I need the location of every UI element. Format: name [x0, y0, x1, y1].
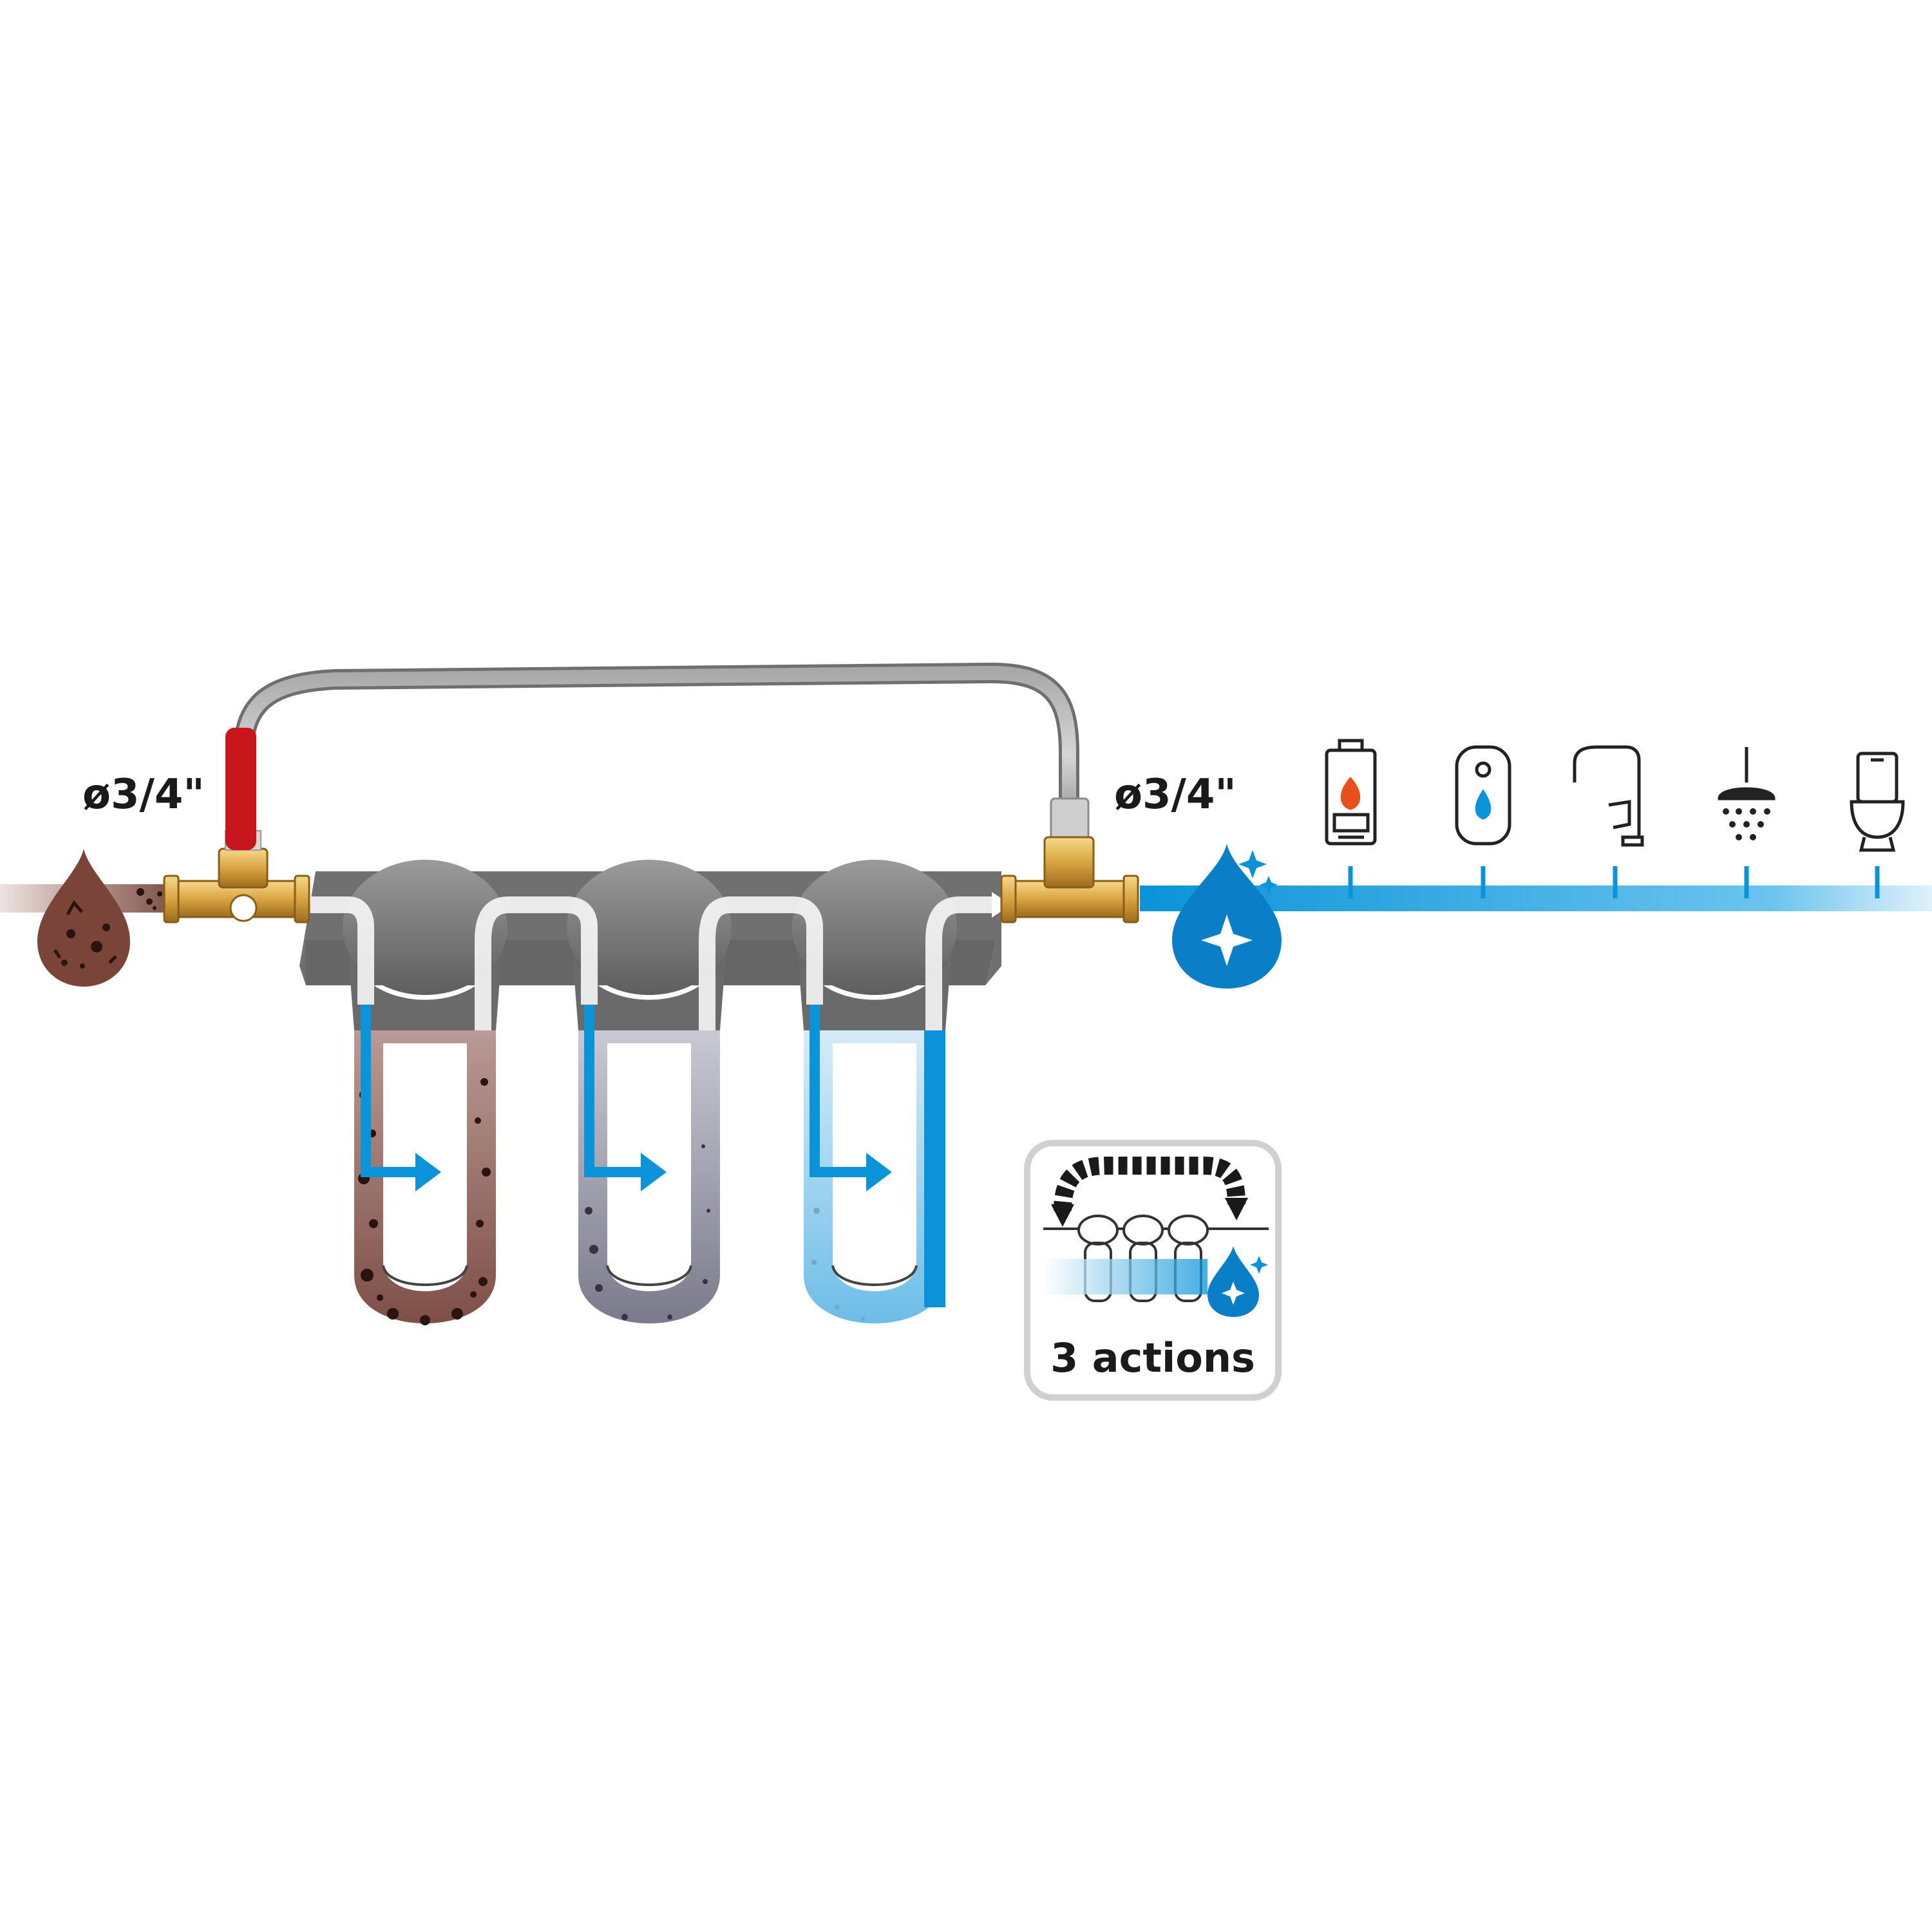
- flow-arrow-2-icon: [584, 1005, 667, 1191]
- outlet-tee-fitting: [1000, 836, 1139, 923]
- clean-outflow-channel: [924, 1030, 945, 1307]
- outlet-pipe: [1140, 886, 1932, 911]
- dirty-water-drop-icon: [37, 849, 130, 987]
- outlet-diameter-label: ø3/4": [1114, 771, 1236, 819]
- valve-handle[interactable]: [225, 728, 256, 850]
- badge-text: 3 actions: [1050, 1334, 1255, 1381]
- clean-water-drop-icon: [1172, 844, 1282, 989]
- toilet-icon: [1850, 752, 1905, 852]
- water-heater-icon: [1455, 745, 1511, 846]
- badge-water-drop-icon: [1208, 1246, 1268, 1317]
- mini-filter-icon: [1043, 1215, 1269, 1302]
- inlet-valve: [163, 830, 310, 923]
- faucet-icon: [1573, 745, 1644, 847]
- filter-cap-1: [343, 860, 507, 1055]
- boiler-icon: [1325, 739, 1377, 846]
- filter-cap-2: [567, 860, 732, 1055]
- bypass-hose: [233, 662, 1079, 848]
- shower-icon: [1718, 747, 1776, 840]
- flow-arrow-1-icon: [361, 1005, 441, 1191]
- internal-flow-path: [303, 896, 995, 1030]
- bypass-arrow-icon: [1051, 1157, 1248, 1227]
- flow-arrow-3-icon: [810, 1005, 892, 1191]
- three-actions-badge: 3 actions: [1024, 1140, 1282, 1401]
- badge-flow-stripes: [1043, 1259, 1208, 1294]
- filter-cap-3: [792, 860, 957, 1055]
- appliance-branches: [1348, 866, 1880, 898]
- inlet-diameter-label: ø3/4": [82, 771, 205, 819]
